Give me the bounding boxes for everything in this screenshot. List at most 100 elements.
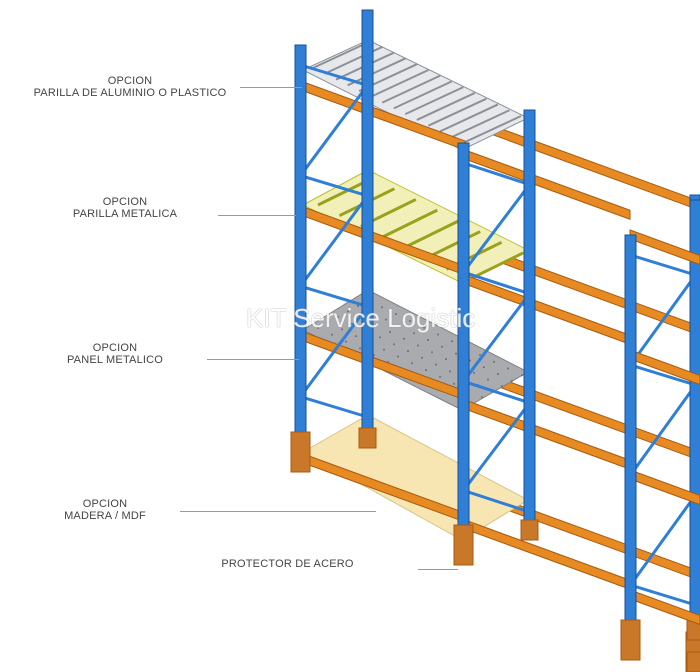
panel-perforation: [507, 367, 509, 370]
panel-perforation: [481, 396, 483, 399]
frame-3-brace: [629, 384, 697, 476]
panel-perforation: [413, 332, 415, 335]
frame-2-brace: [463, 161, 530, 186]
panel-perforation: [359, 347, 361, 350]
panel-perforation: [473, 371, 475, 374]
frame-1-brace: [300, 395, 368, 419]
frame-3-front-upright-overlay: [624, 234, 637, 661]
frame-1-brace: [300, 174, 368, 198]
frame-2-front-upright: [457, 142, 470, 566]
panel-perforation: [493, 360, 495, 363]
panel-perforation: [423, 326, 425, 329]
panel-perforation: [497, 373, 499, 375]
panel-perforation: [395, 313, 397, 316]
panel-perforation: [437, 333, 439, 336]
frame-1-front-upright: [294, 44, 307, 473]
panel-perforation: [435, 363, 437, 366]
panel-perforation: [381, 306, 383, 309]
front-beam-bay2-3: [464, 399, 631, 470]
label-wood-mdf: OPCION MADERA / MDF: [45, 498, 165, 522]
panel-perforation: [511, 379, 513, 382]
panel-perforation: [479, 353, 481, 356]
frame-2-steel-protector: [453, 524, 474, 566]
label-option-text: OPCION: [102, 196, 148, 208]
label-description-text: MADERA / MDF: [64, 510, 146, 522]
panel-perforation: [357, 305, 359, 307]
frame-3-steel-protector-overlay: [620, 619, 641, 661]
grid-rod: [403, 219, 460, 250]
panel-perforation: [441, 345, 443, 348]
grid-rod: [381, 208, 438, 239]
panel-perforation: [403, 337, 405, 340]
frame-1-brace: [300, 284, 368, 308]
leader-line-5: [418, 569, 458, 570]
frame-3-brace: [630, 253, 696, 277]
label-steel-protector: PROTECTOR DE ACERO: [210, 558, 365, 570]
panel-perforation: [399, 325, 401, 328]
panel-perforation: [379, 336, 381, 339]
panel-perforation: [431, 351, 433, 354]
panel-perforation: [421, 356, 423, 359]
frame-1-steel-protector: [290, 431, 311, 473]
label-option-text: OPCION: [82, 498, 128, 510]
grid-bar: [404, 86, 464, 116]
panel-perforation: [451, 340, 453, 343]
grid-bar: [312, 40, 372, 69]
watermark-text: KIT Service Logistic: [246, 303, 476, 333]
panel-perforation: [341, 328, 343, 331]
frame-2-brace: [462, 183, 531, 274]
front-beam-bay2-4: [464, 519, 631, 590]
frame-3-brace: [629, 494, 697, 586]
panel-perforation: [383, 348, 385, 351]
label-aluminium-plastic-grid: OPCION PARILLA DE ALUMINIO O PLASTICO: [20, 75, 240, 99]
panel-perforation: [385, 318, 387, 321]
label-option-text: OPCION: [92, 342, 138, 354]
grid-bar: [381, 74, 441, 104]
frame-2-brace: [463, 379, 530, 405]
leader-line-2: [218, 215, 296, 216]
panel-perforation: [393, 343, 395, 346]
front-beam-bay2-1: [464, 149, 631, 220]
frame-2-brace: [462, 401, 531, 492]
frame-1-base-plate: [358, 427, 377, 449]
panel-perforation: [455, 352, 457, 355]
label-description-text: PARILLA METALICA: [72, 208, 178, 220]
panel-perforation: [407, 350, 409, 352]
panel-perforation: [425, 369, 427, 372]
panel-perforation: [439, 375, 441, 378]
grid-bar: [416, 92, 476, 121]
label-option-text: OPCION: [107, 75, 153, 87]
frame-2-brace: [463, 489, 530, 514]
frame-2-base-plate: [520, 519, 539, 541]
panel-perforation: [409, 319, 411, 322]
frame-2-brace: [462, 292, 531, 383]
grid-bar: [427, 97, 487, 127]
label-metal-grid: OPCION PARILLA METALICA: [60, 196, 190, 220]
frame-3-brace: [630, 363, 696, 387]
leader-line-4: [180, 511, 376, 512]
panel-perforation: [355, 335, 357, 338]
panel-perforation: [427, 339, 429, 341]
frame-3-brace: [630, 583, 696, 607]
frame-2-back-upright: [523, 109, 536, 541]
deck-wood-mdf: [301, 414, 530, 541]
leader-line-3: [207, 359, 299, 360]
panel-perforation: [453, 382, 455, 385]
grid-bar: [370, 68, 430, 98]
panel-perforation: [411, 362, 413, 365]
panel-perforation: [397, 355, 399, 358]
frame-1-brace: [299, 194, 369, 288]
grid-bar: [451, 109, 510, 139]
grid-bar: [393, 80, 453, 110]
grid-bar: [462, 115, 522, 144]
grid-rod: [424, 230, 481, 260]
frame-1-brace: [299, 84, 369, 177]
panel-perforation: [521, 374, 523, 377]
label-description-text: PROTECTOR DE ACERO: [221, 558, 354, 570]
panel-perforation: [347, 310, 349, 313]
frame-2-brace: [463, 270, 530, 296]
panel-perforation: [417, 344, 419, 347]
panel-perforation: [501, 385, 503, 388]
